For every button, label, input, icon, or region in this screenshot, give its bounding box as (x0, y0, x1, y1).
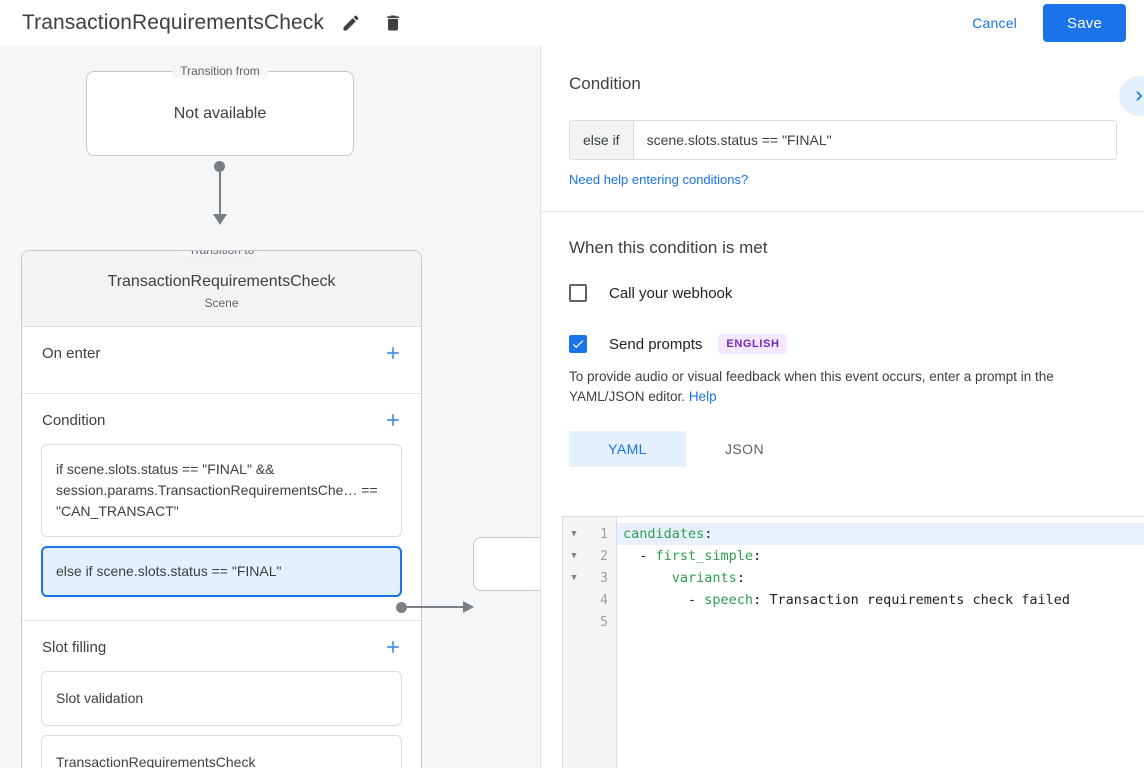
fold-arrow-icon[interactable]: ▼ (571, 529, 577, 539)
transition-to-node: Transition to TransactionRequirementsChe… (21, 250, 422, 768)
add-condition-button[interactable] (381, 408, 405, 432)
editor-format-tabs: YAML JSON (569, 431, 1117, 467)
delete-button[interactable] (378, 8, 408, 38)
when-condition-met-section: When this condition is met Call your web… (541, 212, 1144, 467)
code-punct: : (736, 570, 745, 586)
code-punct: : (753, 548, 762, 564)
transition-from-legend: Transition from (172, 64, 268, 78)
transition-from-node[interactable]: Transition from Not available (86, 64, 354, 156)
slot-filling-item[interactable]: Slot validation (41, 671, 402, 726)
prompts-description-text: To provide audio or visual feedback when… (569, 369, 1054, 404)
connector-arrowhead-down (213, 214, 227, 225)
connector-line-vertical (219, 166, 221, 218)
section-condition-header: Condition (22, 394, 421, 446)
code-line[interactable]: candidates: (617, 523, 1144, 545)
tab-yaml[interactable]: YAML (569, 431, 686, 467)
scene-title: TransactionRequirementsCheck (107, 273, 336, 290)
code-key: candidates (623, 526, 705, 542)
chevron-right-icon (1136, 91, 1142, 101)
condition-help-link[interactable]: Need help entering conditions? (569, 172, 749, 187)
section-on-enter-title: On enter (42, 344, 101, 362)
send-prompts-label: Send prompts (609, 335, 703, 353)
scene-subtitle: Scene (204, 296, 239, 310)
connector-arrowhead-right (463, 601, 474, 613)
app-header: TransactionRequirementsCheck Cancel Save (0, 0, 1144, 47)
gutter-line: ▼2 (563, 545, 616, 567)
section-on-enter-header: On enter (22, 327, 421, 379)
condition-item-selected[interactable]: else if scene.slots.status == "FINAL" (41, 546, 402, 597)
language-badge: ENGLISH (718, 334, 788, 354)
transition-from-value: Not available (173, 104, 267, 122)
connector-dot-right (396, 602, 407, 613)
code-indent: - (623, 548, 656, 564)
edit-title-button[interactable] (336, 8, 366, 38)
save-button[interactable]: Save (1043, 4, 1126, 42)
condition-expression-input[interactable]: scene.slots.status == "FINAL" (646, 132, 832, 148)
transition-to-legend: Transition to (180, 251, 263, 257)
send-prompts-checkbox[interactable] (569, 335, 587, 353)
flow-canvas[interactable]: Transition from Not available Transition… (0, 46, 540, 768)
condition-item[interactable]: if scene.slots.status == "FINAL" && sess… (41, 444, 402, 537)
plus-icon (387, 641, 399, 653)
call-webhook-label: Call your webhook (609, 284, 733, 302)
line-number: 5 (600, 614, 608, 630)
gutter-line: ▼1 (563, 523, 616, 545)
condition-heading: Condition (569, 74, 641, 93)
code-indent: - (623, 592, 705, 608)
code-key: speech (704, 592, 754, 608)
code-punct: : (753, 592, 770, 608)
plus-icon (387, 347, 399, 359)
code-line[interactable]: variants: (617, 567, 1144, 589)
plus-icon (387, 414, 399, 426)
condition-prefix-label: else if (570, 121, 634, 159)
section-slot-filling-header: Slot filling (22, 621, 421, 673)
gutter-line: ▼3 (563, 567, 616, 589)
code-punct: : (704, 526, 713, 542)
trash-icon (387, 15, 399, 31)
code-line[interactable]: - first_simple: (617, 545, 1144, 567)
condition-input-wrapper[interactable]: else if scene.slots.status == "FINAL" (569, 120, 1117, 160)
when-met-heading: When this condition is met (569, 238, 768, 257)
tab-json[interactable]: JSON (725, 441, 764, 457)
gutter-line: 4 (563, 589, 616, 611)
line-number: 2 (600, 548, 608, 564)
line-number: 4 (600, 592, 608, 608)
section-condition-title: Condition (42, 411, 106, 429)
line-number: 1 (600, 526, 608, 542)
prompts-help-link[interactable]: Help (688, 389, 717, 404)
line-number: 3 (600, 570, 608, 586)
fold-arrow-icon[interactable]: ▼ (571, 551, 577, 561)
send-prompts-row[interactable]: Send prompts ENGLISH (569, 334, 1117, 354)
gutter-line: 5 (563, 611, 616, 633)
editor-code-area[interactable]: candidates: - first_simple: variants: - … (617, 517, 1144, 768)
check-icon (572, 340, 584, 349)
slot-filling-item[interactable]: TransactionRequirementsCheck (41, 735, 402, 768)
scene-header[interactable]: Transition to TransactionRequirementsChe… (22, 251, 421, 327)
target-node[interactable] (473, 537, 540, 591)
section-slot-filling-title: Slot filling (42, 638, 107, 656)
section-on-enter: On enter (22, 327, 421, 394)
code-key: first_simple (655, 548, 754, 564)
condition-section: Condition else if scene.slots.status == … (541, 46, 1144, 212)
fold-arrow-icon[interactable]: ▼ (571, 573, 577, 583)
pencil-icon (343, 15, 359, 31)
page-title: TransactionRequirementsCheck (22, 11, 324, 34)
section-condition: Condition if scene.slots.status == "FINA… (22, 394, 421, 621)
code-value: Transaction requirements check failed (769, 592, 1071, 608)
expand-panel-button[interactable] (1119, 76, 1144, 116)
cancel-button[interactable]: Cancel (960, 6, 1029, 40)
section-slot-filling: Slot filling Slot validation Transaction… (22, 621, 421, 768)
call-webhook-checkbox[interactable] (569, 284, 587, 302)
webhook-row[interactable]: Call your webhook (569, 284, 1117, 302)
code-line[interactable] (617, 611, 1144, 633)
code-line[interactable]: - speech: Transaction requirements check… (617, 589, 1144, 611)
code-indent (623, 570, 672, 586)
connector-line-horizontal (405, 606, 465, 608)
code-key: variants (671, 570, 737, 586)
add-on-enter-button[interactable] (381, 341, 405, 365)
add-slot-filling-button[interactable] (381, 635, 405, 659)
prompts-description: To provide audio or visual feedback when… (569, 367, 1117, 407)
